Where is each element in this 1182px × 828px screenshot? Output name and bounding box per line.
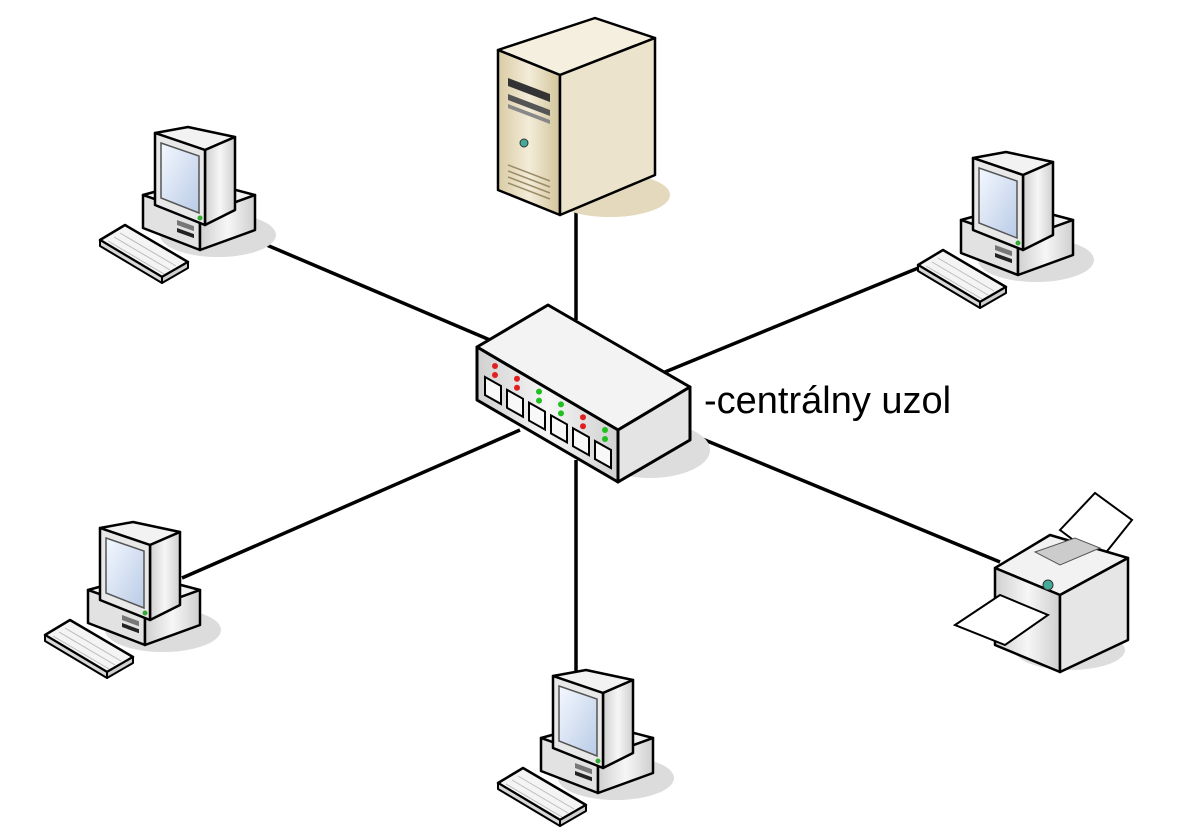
link-printer — [699, 436, 1001, 564]
network-switch-icon — [475, 303, 710, 484]
hub-label: -centrálny uzol — [704, 380, 952, 422]
workstation-icon — [496, 668, 676, 828]
switch-port — [484, 375, 502, 406]
switch-port — [506, 388, 524, 419]
port-led-green — [558, 410, 564, 417]
port-led-green — [536, 397, 542, 404]
switch-port — [594, 439, 612, 470]
switch-port — [550, 413, 568, 445]
port-led-red — [492, 363, 498, 369]
server-tower-icon — [496, 16, 670, 217]
link-pc-bottom-left — [181, 428, 521, 580]
port-led-red — [514, 384, 520, 391]
workstation-icon — [916, 150, 1096, 310]
switch-port — [528, 400, 546, 432]
port-led-green — [536, 388, 542, 395]
port-led-red — [580, 414, 586, 421]
link-pc-top-right — [664, 262, 929, 374]
workstation-icon — [98, 125, 278, 285]
port-led-red — [580, 423, 586, 430]
printer-icon — [952, 491, 1134, 674]
switch-port — [572, 426, 590, 457]
port-led-green — [602, 427, 608, 433]
port-led-red — [492, 372, 498, 378]
port-led-green — [558, 401, 564, 408]
port-led-green — [602, 436, 608, 442]
port-led-red — [514, 375, 520, 382]
links — [181, 212, 1001, 675]
link-pc-top-left — [261, 241, 491, 342]
workstation-icon — [43, 520, 223, 680]
